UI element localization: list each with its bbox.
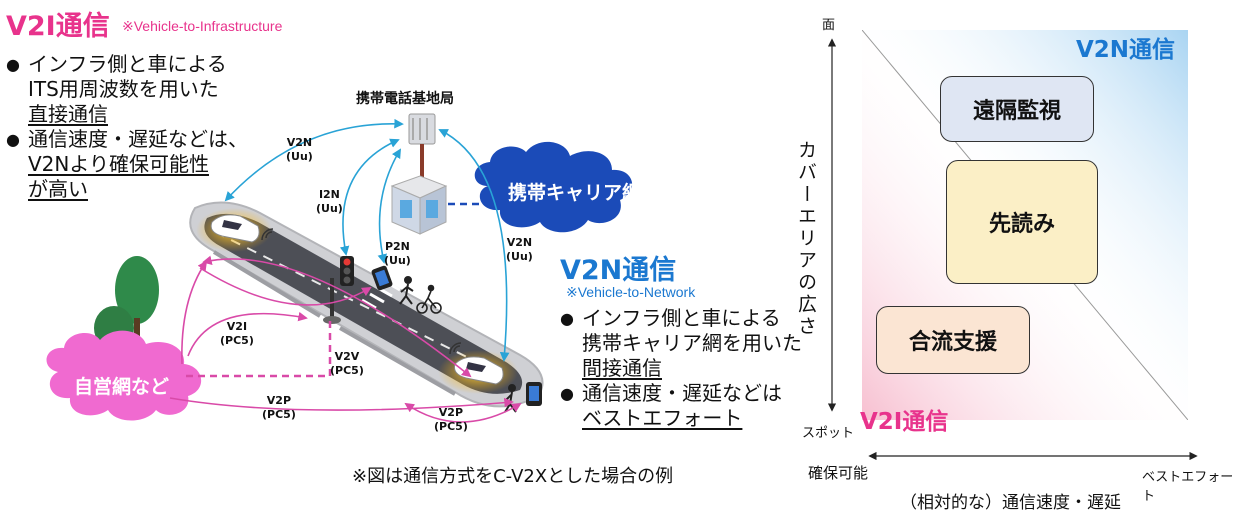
app-merge-assist: 合流支援 [876, 306, 1030, 374]
label-v2v: V2V(PC5) [330, 350, 364, 377]
v2n-bullets: ●インフラ側と車による 携帯キャリア網を用いた 間接通信 ●通信速度・遅延などは… [560, 306, 802, 430]
v2i-bullet1-line2: ITS用周波数を用いた [28, 77, 219, 101]
y-axis-title: カバーエリアの広さ [795, 140, 817, 338]
app-prediction: 先読み [946, 160, 1098, 284]
v2i-bullet1-line3: 直接通信 [28, 102, 108, 126]
phone-icon [526, 382, 542, 406]
v2i-bullet2-line3: が高い [28, 177, 88, 201]
v2i-bullet1-line1: インフラ側と車による [28, 52, 227, 76]
private-cloud-icon [46, 330, 202, 421]
v2n-bullet1-line2: 携帯キャリア網を用いた [582, 331, 802, 355]
pc5-links [169, 255, 522, 423]
v2n-links [224, 118, 510, 362]
carrier-cloud-label: 携帯キャリア網 [508, 182, 642, 204]
label-v2i: V2I(PC5) [220, 320, 254, 347]
cell-tower-icon [408, 113, 436, 188]
station-label: 携帯電話基地局 [356, 91, 454, 107]
private-cloud-label: 自営網など [74, 376, 170, 398]
v2n-title: V2N通信 [560, 255, 677, 286]
app-remote-monitoring: 遠隔監視 [940, 76, 1094, 142]
label-v2p-left: V2P(PC5) [262, 394, 296, 421]
v2n-subtitle: ※Vehicle-to-Network [566, 284, 696, 300]
x-axis-left-label: 確保可能 [808, 464, 869, 482]
v2i-bullet2-line1: 通信速度・遅延などは、 [28, 127, 248, 151]
v2i-subtitle: ※Vehicle-to-Infrastructure [122, 18, 283, 34]
car-icon [196, 208, 272, 252]
footnote: ※図は通信方式をC-V2Xとした場合の例 [352, 466, 674, 487]
x-axis-right-label: ベストエフォート [1142, 470, 1234, 504]
v2x-diagram [46, 113, 633, 423]
label-v2n-top: V2N(Uu) [286, 136, 313, 163]
v2n-bullet1-line1: インフラ側と車による [582, 306, 781, 330]
label-v2n-right: V2N(Uu) [506, 236, 533, 263]
chart-v2i-label: V2I通信 [860, 409, 949, 435]
v2i-title: V2I通信 [6, 11, 110, 42]
label-v2p-right: V2P(PC5) [434, 406, 468, 433]
label-i2n: I2N(Uu) [316, 188, 343, 215]
chart-v2n-label: V2N通信 [1076, 37, 1176, 63]
v2n-bullet1-line3: 間接通信 [582, 356, 662, 380]
v2i-bullets: ●インフラ側と車による ITS用周波数を用いた 直接通信 ●通信速度・遅延などは… [6, 52, 248, 201]
y-axis-bottom-label: スポット [802, 426, 855, 441]
label-p2n: P2N(Uu) [384, 240, 411, 267]
carrier-cloud-icon [474, 141, 633, 233]
v2i-bullet2-line2: V2Nより確保可能性 [28, 152, 209, 176]
v2n-bullet2-line2: ベストエフォート [582, 406, 743, 430]
private-connection [186, 318, 332, 378]
y-axis-top-label: 面 [822, 18, 836, 33]
x-axis-title: （相対的な）通信速度・遅延 [900, 493, 1121, 513]
v2n-bullet2-line1: 通信速度・遅延などは [582, 381, 782, 405]
